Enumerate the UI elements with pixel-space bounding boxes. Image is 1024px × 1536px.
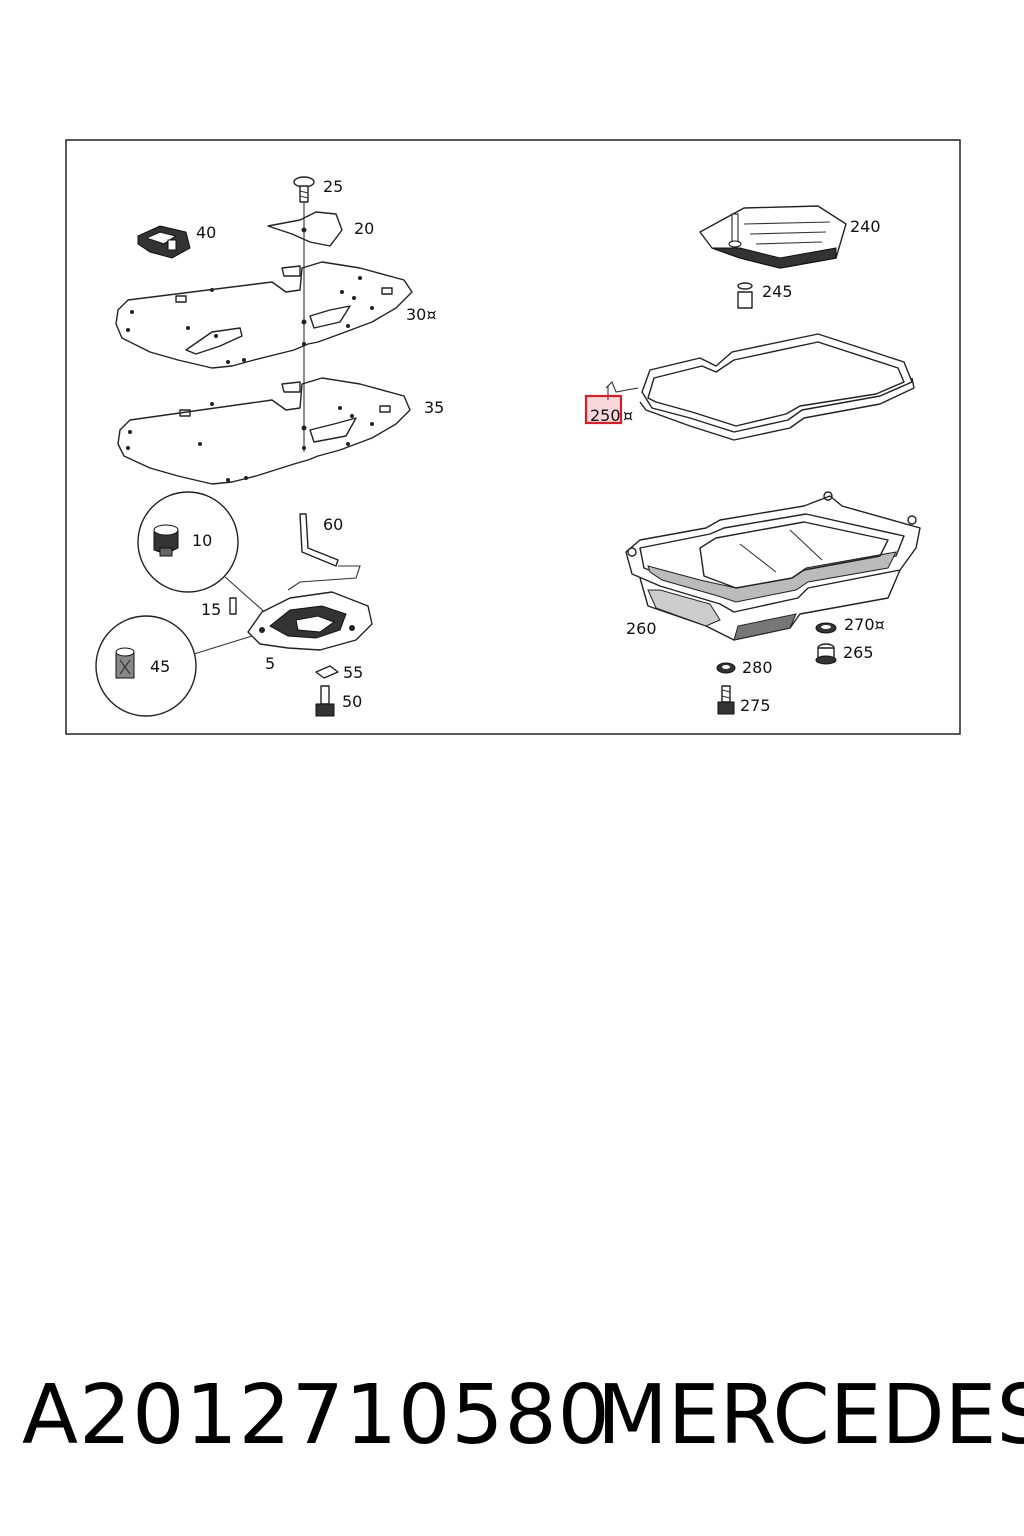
callout-35: 35 [424, 398, 444, 417]
callout-30: 30¤ [406, 305, 437, 324]
part-240-filter [699, 205, 847, 269]
callout-250: 250 [590, 406, 621, 425]
callout-25: 25 [323, 177, 343, 196]
part-265-drain-plug [815, 643, 837, 665]
callout-15: 15 [201, 600, 221, 619]
part-275-bolt [717, 685, 735, 715]
callout-260: 260 [626, 619, 657, 638]
callout-45: 45 [150, 657, 170, 676]
parts-diagram: 25 20 40 30¤ 35 10 60 15 45 5 55 50 240 … [65, 139, 961, 735]
part-25-screw [293, 176, 315, 203]
detail-circle-45 [95, 615, 253, 717]
part-245-plug [737, 282, 753, 309]
part-50-bolt [315, 685, 335, 717]
highlight-box-250 [584, 394, 623, 425]
callout-265: 265 [843, 643, 874, 662]
part-5-valve-body [247, 591, 373, 651]
part-15-pin [229, 597, 237, 615]
callout-275: 275 [740, 696, 771, 715]
brand-name: MERCEDES [597, 1368, 1024, 1463]
callout-240: 240 [850, 217, 881, 236]
part-270-seal [815, 622, 837, 634]
callout-270: 270¤ [844, 615, 885, 634]
part-280-washer [716, 662, 736, 674]
part-60-tube [287, 513, 361, 591]
callout-55: 55 [343, 663, 363, 682]
part-250-gasket [605, 333, 915, 441]
callout-250-mark: ¤ [623, 406, 633, 425]
callout-245: 245 [762, 282, 793, 301]
callout-60: 60 [323, 515, 343, 534]
part-55-washer [315, 665, 339, 679]
callout-10: 10 [192, 531, 212, 550]
part-260-oil-pan [625, 491, 921, 641]
callout-40: 40 [196, 223, 216, 242]
part-number: A2012710580 [22, 1368, 611, 1463]
callout-50: 50 [342, 692, 362, 711]
part-20-bracket [267, 211, 343, 247]
diagram-frame [65, 139, 961, 735]
detail-circle-10 [137, 491, 279, 625]
part-30-plate [115, 261, 413, 369]
callout-280: 280 [742, 658, 773, 677]
part-35-plate [117, 377, 411, 485]
callout-20: 20 [354, 219, 374, 238]
part-40-connector [137, 225, 191, 259]
callout-5: 5 [265, 654, 275, 673]
